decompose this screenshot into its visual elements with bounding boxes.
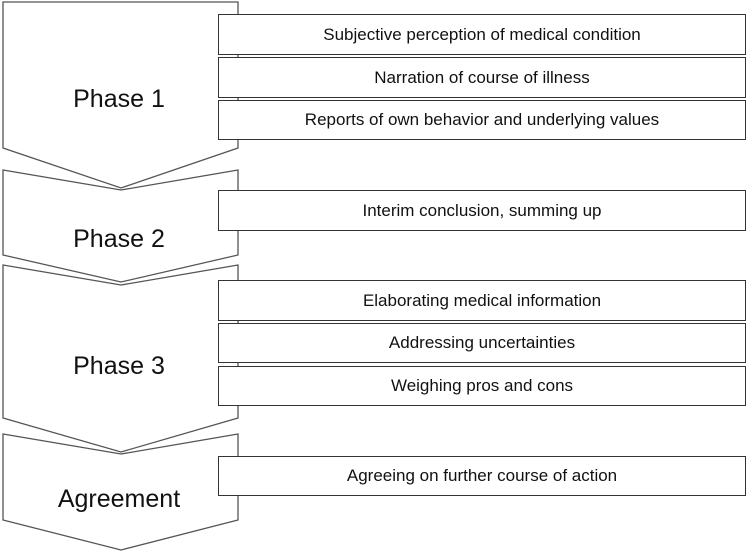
- phase-3-item-2: Addressing uncertainties: [218, 323, 746, 363]
- phase-3-item-1: Elaborating medical information: [218, 280, 746, 321]
- agreement-chevron: [2, 433, 239, 551]
- phase-3-chevron: [2, 264, 239, 453]
- agreement-item-1: Agreeing on further course of action: [218, 456, 746, 496]
- phase-1-label: Phase 1: [73, 85, 165, 113]
- phase-1-item-2: Narration of course of illness: [218, 57, 746, 98]
- phase-2-chevron: [2, 169, 239, 283]
- phase-3-label: Phase 3: [73, 352, 165, 380]
- phase-3-item-3: Weighing pros and cons: [218, 366, 746, 406]
- phase-1-item-1: Subjective perception of medical conditi…: [218, 14, 746, 55]
- phase-1-chevron: [2, 1, 239, 189]
- phase-1-item-3: Reports of own behavior and underlying v…: [218, 100, 746, 140]
- phase-2-label: Phase 2: [73, 225, 165, 253]
- phase-2-item-1: Interim conclusion, summing up: [218, 190, 746, 231]
- agreement-label: Agreement: [57, 485, 181, 513]
